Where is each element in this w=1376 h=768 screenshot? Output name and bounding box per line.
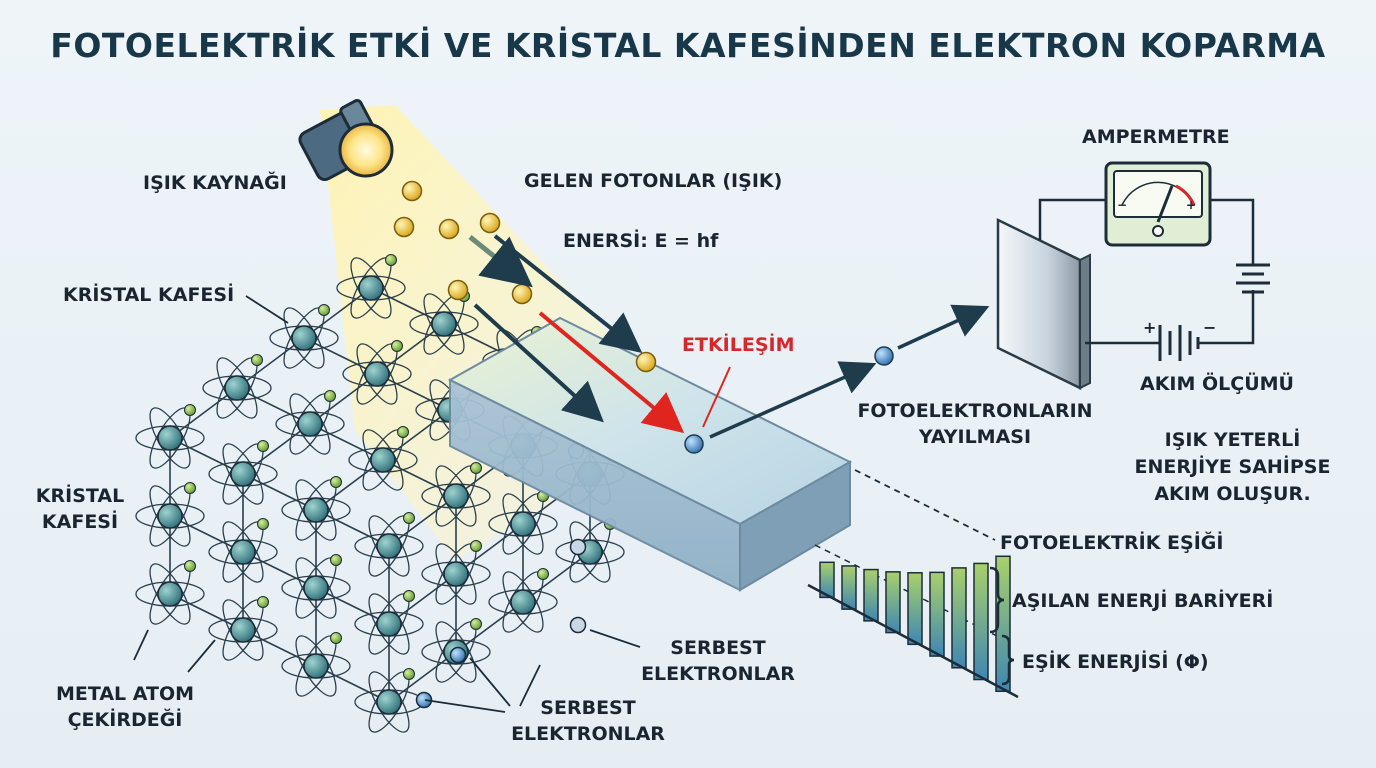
photon-7 [635,351,657,373]
free-electrons-label-b-2: ELEKTRONLAR [641,663,795,685]
emission-arrow-2 [897,304,990,350]
energy-baseline [807,583,1019,699]
metal-atom [135,560,205,625]
metal-atom [421,462,491,527]
interaction-arrow [538,311,685,434]
photoelectron-spread-label-1: FOTOELEKTRONLARIN [857,400,1093,422]
emitted-electron [874,346,894,366]
metal-atom [281,554,351,619]
energy-bar-5 [907,572,923,646]
incoming-photons-label: GELEN FOTONLAR (IŞIK) [524,170,783,192]
metal-atom [281,632,351,697]
free-electrons-label-a-1: SERBEST [540,697,636,719]
current-measure-label: AKIM ÖLÇÜMÜ [1140,373,1294,395]
threshold-guide [854,469,996,541]
meter-minus-sign: − [1117,198,1128,212]
energy-bar-1 [819,561,835,599]
emission-arrow-1 [709,361,877,439]
crystal-lattice-label-top: KRİSTAL KAFESİ [63,284,235,306]
free-electron-5 [449,646,467,664]
metal-atom [208,518,278,583]
metal-atom [269,304,339,369]
free-electron-3 [569,616,587,634]
metal-atom [354,512,424,577]
metal-atom [488,568,558,633]
metal-atom [354,668,424,733]
energy-bar-4 [885,571,901,634]
threshold-energy-label: EŞİK ENERJİSİ (Φ) [1022,651,1209,673]
threshold-label: FOTOELEKTRİK EŞİĞİ [1000,532,1224,554]
crystal-lattice-label-side-2: KAFESİ [41,511,119,533]
meter-plus-sign: + [1186,198,1197,212]
photoelectron-spread-label-2: YAYILMASI [918,426,1032,448]
metal-atom [409,290,479,355]
energy-formula-label: ENERSİ: E = hf [563,230,719,252]
energy-bars [819,555,1011,693]
energy-bar-8 [973,562,989,681]
crystal-lattice-label-side-1: KRİSTAL [35,485,125,507]
metal-atom [202,354,272,419]
photons [393,180,657,373]
threshold-brace [1001,634,1015,686]
ammeter-icon [1104,161,1212,247]
free-electron-4 [415,691,433,709]
metal-atom [135,404,205,469]
battery-minus-sign: − [1203,318,1217,337]
energy-bar-2 [841,565,857,610]
free-electrons-label-b-1: SERBEST [670,637,766,659]
metal-atom-label-2: ÇEKİRDEĞİ [67,709,183,731]
photon-5 [447,279,469,301]
leader-lines [133,295,641,713]
condition-label-3: AKIM OLUŞUR. [1154,483,1311,505]
photon-arrow-1 [468,235,533,288]
photon-4 [479,212,501,234]
metal-atom [281,476,351,541]
metal-atom [275,390,345,455]
ejected-electron [684,434,704,454]
condition-label-1: IŞIK YETERLİ [1164,429,1301,451]
metal-atom [348,426,418,491]
metal-atom-label-1: METAL ATOM [55,683,195,705]
energy-bar-3 [863,568,879,622]
photon-1 [401,180,423,202]
photon-2 [393,216,415,238]
metal-atom [336,254,406,319]
metal-atom [208,596,278,661]
free-electrons-label-a-2: ELEKTRONLAR [511,723,665,745]
crystal-lattice [135,254,625,733]
energy-bar-9 [995,555,1011,693]
collector-plate [996,217,1091,391]
energy-bar-7 [951,567,967,669]
page-title: FOTOELEKTRİK ETKİ VE KRİSTAL KAFESİNDEN … [50,26,1326,65]
photon-3 [438,218,460,240]
barrier-label: AŞILAN ENERJİ BARİYERİ [1012,590,1274,612]
free-electron-2 [569,538,587,556]
light-source-icon [298,98,394,181]
battery-icon-bottom [1158,325,1200,361]
condition-label-2: ENERJİYE SAHİPSE [1134,456,1331,478]
photon-arrow-2 [493,234,643,353]
battery-icon-right [1236,263,1270,294]
circuit-wires [1038,198,1255,345]
light-source-label: IŞIK KAYNAĞI [143,172,287,194]
metal-atom [354,590,424,655]
metal-atom [421,540,491,605]
interaction-pointer [702,366,731,428]
interaction-label: ETKİLEŞİM [682,334,795,356]
ammeter-label: AMPERMETRE [1082,126,1230,148]
metal-atom [135,482,205,547]
photon-6 [511,283,533,305]
battery-plus-sign: + [1143,318,1157,337]
energy-bar-6 [929,571,945,657]
metal-atom [208,440,278,505]
barrier-brace [989,566,1005,634]
metal-atom [342,340,412,405]
photon-arrow-3 [473,303,604,423]
